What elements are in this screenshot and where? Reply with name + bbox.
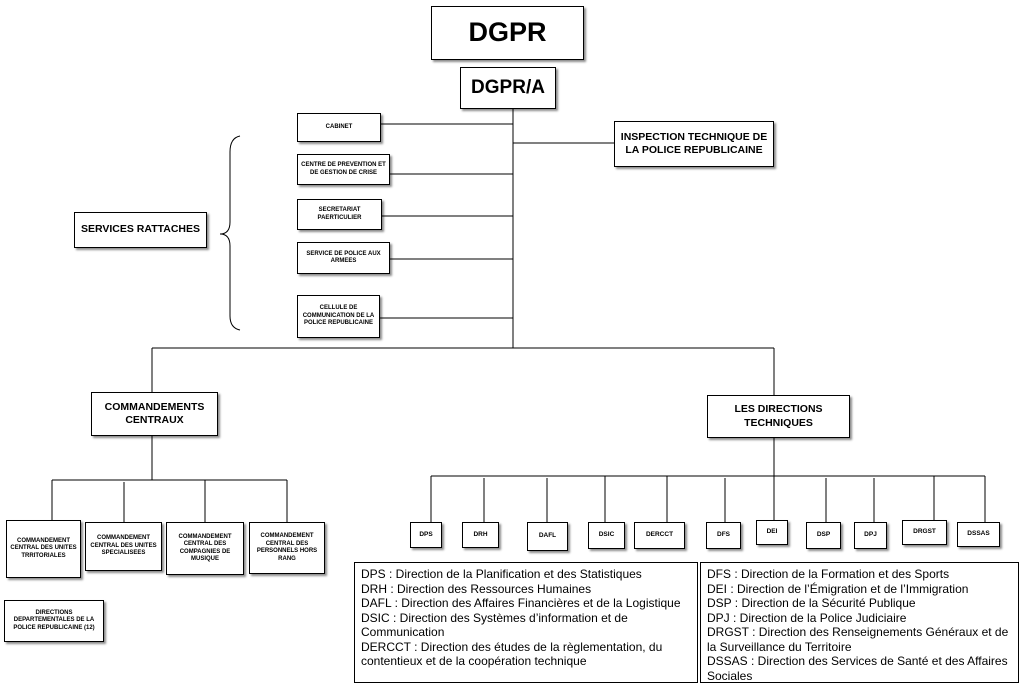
commandement-box-musique: COMMANDEMENT CENTRAL DES COMPAGNIES DE M… bbox=[166, 522, 244, 575]
dgpr-a-box: DGPR/A bbox=[460, 67, 556, 109]
direction-box-drh: DRH bbox=[462, 522, 499, 548]
dgpr-label: DGPR bbox=[468, 17, 547, 48]
direction-label: DERCCT bbox=[645, 531, 674, 539]
direction-box-dps: DPS bbox=[410, 522, 442, 548]
service-box-cabinet: CABINET bbox=[297, 113, 381, 142]
direction-box-dercct: DERCCT bbox=[634, 522, 685, 549]
commandement-label: COMMANDEMENT CENTRAL DES COMPAGNIES DE M… bbox=[178, 533, 232, 563]
direction-box-drgst: DRGST bbox=[902, 520, 947, 545]
commandement-label: COMMANDEMENT CENTRAL DES UNITES SPECIALI… bbox=[90, 535, 157, 557]
service-box-crise: CENTRE DE PREVENTION ET DE GESTION DE CR… bbox=[297, 154, 390, 185]
service-label: SERVICE DE POLICE AUX ARMEES bbox=[306, 250, 381, 265]
direction-box-dsp: DSP bbox=[806, 522, 841, 549]
service-box-secretariat: SECRETARIAT PAERTICULIER bbox=[297, 199, 382, 230]
direction-box-dsic: DSIC bbox=[588, 522, 625, 549]
service-label: SECRETARIAT PAERTICULIER bbox=[317, 207, 362, 221]
legend-right: DFS : Direction de la Formation et des S… bbox=[700, 562, 1019, 683]
legend-item: DAFL : Direction des Affaires Financière… bbox=[361, 596, 681, 610]
commandements-box: COMMANDEMENTS CENTRAUX bbox=[91, 392, 218, 436]
dgpr-box: DGPR bbox=[431, 6, 584, 60]
direction-label: DPJ bbox=[864, 531, 877, 539]
dgpr-a-label: DGPR/A bbox=[471, 77, 545, 99]
direction-box-dssas: DSSAS bbox=[957, 522, 1000, 547]
services-rattaches-label: SERVICES RATTACHES bbox=[80, 223, 201, 236]
service-label: CELLULE DE COMMUNICATION DE LA POLICE RE… bbox=[302, 305, 375, 327]
direction-label: DSP bbox=[816, 531, 831, 539]
legend-item: DPJ : Direction de la Police Judiciaire bbox=[707, 610, 907, 625]
legend-item: DRGST : Direction des Renseignements Gén… bbox=[707, 625, 1009, 654]
legend-item: DRH : Direction des Ressources Humaines bbox=[361, 581, 592, 596]
legend-item: DFS : Direction de la Formation et des S… bbox=[707, 567, 950, 581]
commandement-box-specialisees: COMMANDEMENT CENTRAL DES UNITES SPECIALI… bbox=[85, 522, 162, 571]
commandement-label: COMMANDEMENT CENTRAL DES UNITES TRRITORI… bbox=[10, 537, 77, 559]
service-box-armees: SERVICE DE POLICE AUX ARMEES bbox=[297, 242, 390, 274]
legend-item: DERCCT : Direction des études de la règl… bbox=[361, 639, 663, 669]
legend-item: DSSAS : Direction des Services de Santé … bbox=[707, 654, 1008, 683]
services-rattaches-box: SERVICES RATTACHES bbox=[74, 212, 207, 248]
service-label: CABINET bbox=[325, 123, 353, 130]
direction-box-dfs: DFS bbox=[706, 522, 741, 549]
direction-label: DRGST bbox=[913, 528, 936, 536]
direction-label: DAFL bbox=[538, 532, 557, 540]
direction-label: DSSAS bbox=[967, 530, 990, 538]
direction-label: DRH bbox=[473, 530, 488, 538]
directions-departementales-label: DIRECTIONS DEPARTEMENTALES DE LA POLICE … bbox=[13, 609, 95, 631]
service-box-cellule: CELLULE DE COMMUNICATION DE LA POLICE RE… bbox=[297, 295, 380, 338]
direction-label: DFS bbox=[717, 531, 730, 539]
direction-box-dpj: DPJ bbox=[854, 522, 887, 549]
directions-departementales-box: DIRECTIONS DEPARTEMENTALES DE LA POLICE … bbox=[4, 600, 104, 642]
legend-left: DPS : Direction de la Planification et d… bbox=[354, 562, 698, 683]
direction-label: DSIC bbox=[598, 531, 615, 539]
commandements-label: COMMANDEMENTS CENTRAUX bbox=[104, 400, 205, 426]
legend-item: DPS : Direction de la Planification et d… bbox=[361, 567, 642, 581]
inspection-label: INSPECTION TECHNIQUE DE LA POLICE REPUBL… bbox=[620, 130, 768, 156]
directions-techniques-box: LES DIRECTIONS TECHNIQUES bbox=[707, 395, 850, 438]
legend-item: DEI : Direction de l’Émigration et de l’… bbox=[707, 581, 969, 596]
direction-box-dafl: DAFL bbox=[527, 522, 568, 551]
commandement-box-territoriales: COMMANDEMENT CENTRAL DES UNITES TRRITORI… bbox=[6, 520, 81, 578]
service-label: CENTRE DE PREVENTION ET DE GESTION DE CR… bbox=[301, 162, 386, 176]
directions-techniques-label: LES DIRECTIONS TECHNIQUES bbox=[734, 403, 823, 429]
inspection-box: INSPECTION TECHNIQUE DE LA POLICE REPUBL… bbox=[614, 121, 774, 167]
legend-item: DSP : Direction de la Sécurité Publique bbox=[707, 596, 916, 610]
direction-label: DEI bbox=[766, 528, 778, 536]
direction-label: DPS bbox=[419, 530, 433, 538]
commandement-label: COMMANDEMENT CENTRAL DES PERSONNELS HORS… bbox=[256, 533, 318, 562]
legend-item: DSIC : Direction des Systèmes d’informat… bbox=[361, 610, 628, 640]
commandement-box-hors-rang: COMMANDEMENT CENTRAL DES PERSONNELS HORS… bbox=[249, 522, 325, 574]
direction-box-dei: DEI bbox=[756, 520, 788, 545]
